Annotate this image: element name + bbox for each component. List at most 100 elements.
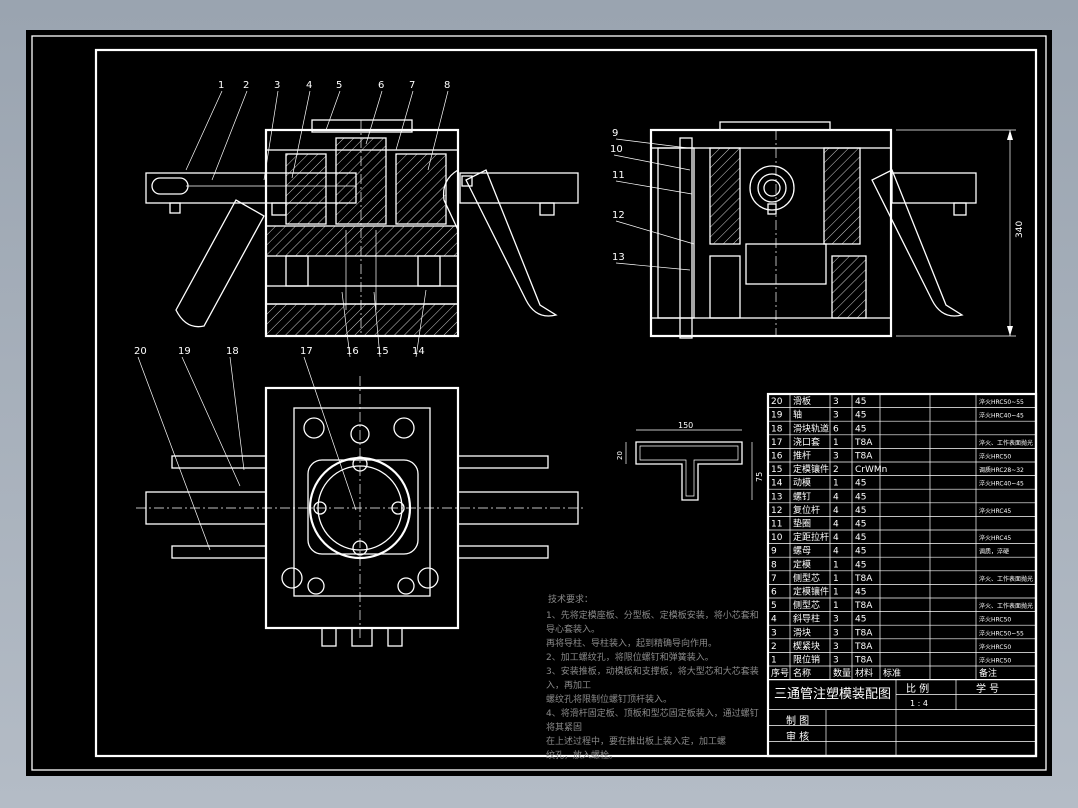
notes-line: 导心套装入。	[546, 623, 600, 635]
notes-line: 将其紧固	[546, 722, 582, 733]
bom-cell-no: 1	[771, 656, 777, 666]
bom-cell-mat: 45	[855, 520, 866, 530]
callout-13: 13	[612, 252, 625, 263]
bom-cell-no: 18	[771, 424, 783, 434]
bom-cell-name: 滑块轨道	[793, 422, 829, 434]
callout-12: 12	[612, 210, 625, 221]
notes-line: 螺纹孔将限制位螺钉顶杆装入。	[546, 693, 672, 705]
bom-cell-note: 淬火HRC50	[979, 643, 1011, 651]
notes-line: 3、安装推板，动模板和支撑板，将大型芯和大芯套装	[546, 665, 759, 677]
bom-header-material: 材料	[855, 667, 873, 679]
bom-cell-no: 16	[771, 452, 783, 462]
bom-cell-mat: 45	[855, 588, 866, 598]
notes-line: 再将导柱、导柱装入，起到精确导向作用。	[546, 637, 717, 649]
bom-cell-qty: 2	[833, 465, 839, 475]
callout-17: 17	[300, 346, 313, 357]
reviewed-by-label: 审 核	[786, 730, 809, 743]
bom-cell-qty: 1	[833, 601, 839, 611]
callout-1: 1	[218, 80, 224, 91]
bom-cell-no: 20	[771, 397, 783, 407]
bom-cell-note: 淬火HRC50~55	[979, 398, 1024, 406]
top-view	[136, 376, 586, 647]
callout-8: 8	[444, 80, 450, 91]
callout-6: 6	[378, 80, 384, 91]
callout-15: 15	[376, 346, 389, 357]
callout-10: 10	[610, 144, 623, 155]
bom-cell-mat: T8A	[854, 452, 873, 462]
bom-cell-mat: 45	[855, 615, 866, 625]
bom-cell-no: 12	[771, 506, 782, 516]
bom-cell-name: 动模	[793, 478, 811, 489]
bom-cell-no: 7	[771, 574, 777, 584]
bom-cell-mat: T8A	[854, 628, 873, 638]
bom-cell-qty: 1	[833, 588, 839, 598]
part-dim-left: 20	[616, 451, 624, 460]
bom-cell-qty: 4	[833, 492, 839, 502]
bom-cell-no: 6	[771, 588, 777, 598]
bom-cell-qty: 6	[833, 424, 839, 434]
bom-cell-qty: 3	[833, 397, 839, 407]
callout-16: 16	[346, 346, 359, 357]
bom-cell-no: 4	[771, 615, 777, 625]
bom-cell-note: 淬火HRC50	[979, 657, 1011, 665]
bom-cell-no: 10	[771, 533, 783, 543]
bom-cell-no: 3	[771, 628, 777, 638]
bom-cell-name: 侧型芯	[793, 599, 820, 611]
drawing-title: 三通管注塑模装配图	[774, 687, 891, 702]
bom-cell-qty: 3	[833, 656, 839, 666]
bom-cell-no: 14	[771, 479, 783, 489]
notes-line: 2、加工螺纹孔，将限位螺钉和弹簧装入。	[546, 651, 714, 663]
bom-cell-qty: 1	[833, 560, 839, 570]
code-label: 学 号	[976, 682, 999, 695]
bom-cell-note: 淬火、工作表面抛光	[979, 575, 1033, 583]
part-dim-width: 150	[678, 421, 693, 430]
bom-cell-note: 淬火HRC45	[979, 534, 1011, 542]
bom-cell-qty: 1	[833, 438, 839, 448]
bom-cell-mat: 45	[855, 506, 866, 516]
bom-header-name: 名称	[793, 667, 811, 679]
bom-cell-note: 淬火HRC50~55	[979, 629, 1024, 637]
bom-cell-name: 垫圈	[793, 518, 811, 530]
bom-cell-no: 19	[771, 411, 783, 421]
bom-cell-name: 斜导柱	[793, 613, 820, 625]
front-view	[145, 119, 579, 338]
part-dim-height: 75	[755, 472, 764, 482]
bom-cell-note: 淬火、工作表面抛光	[979, 439, 1033, 447]
bom-cell-mat: CrWMn	[855, 465, 887, 475]
bom-cell-name: 侧型芯	[793, 572, 820, 584]
bom-cell-mat: 45	[855, 397, 866, 407]
bom-cell-mat: T8A	[854, 656, 873, 666]
inner-frame	[94, 48, 1038, 758]
notes-line: 1、先将定模座板、分型板、定模板安装，将小芯套和	[546, 609, 759, 621]
bom-cell-name: 轴	[793, 409, 802, 421]
scale-value: 1 : 4	[910, 699, 928, 708]
bom-cell-mat: 45	[855, 479, 866, 489]
bom-cell-name: 定模镶件	[793, 463, 829, 475]
bom-cell-name: 定模	[793, 558, 811, 570]
bom-cell-no: 5	[771, 601, 777, 611]
callout-18: 18	[226, 346, 239, 357]
bom-cell-mat: T8A	[854, 574, 873, 584]
bom-cell-no: 2	[771, 642, 777, 652]
bom-cell-no: 8	[771, 560, 777, 570]
bom-header-remark: 备注	[979, 667, 997, 679]
bom-cell-mat: 45	[855, 492, 866, 502]
callout-11: 11	[612, 170, 625, 181]
bom-cell-qty: 4	[833, 520, 839, 530]
bom-header-no: 序号	[771, 667, 789, 679]
bom-cell-no: 9	[771, 547, 777, 557]
bom-cell-qty: 4	[833, 506, 839, 516]
callout-9: 9	[612, 128, 618, 139]
notes-line: 4、将滑杆固定板、顶板和型芯固定板装入，通过螺钉	[546, 707, 759, 719]
notes-heading: 技术要求：	[548, 593, 593, 605]
bom-cell-note: 调质，淬硬	[979, 548, 1009, 556]
scale-label: 比 例	[906, 682, 929, 695]
bom-cell-qty: 1	[833, 574, 839, 584]
bom-cell-qty: 3	[833, 411, 839, 421]
drawn-by-label: 制 图	[786, 714, 809, 727]
notes-line: 入，再加工	[546, 680, 591, 691]
notes-line: 在上述过程中，要在推出板上装入定，加工螺	[546, 735, 726, 747]
